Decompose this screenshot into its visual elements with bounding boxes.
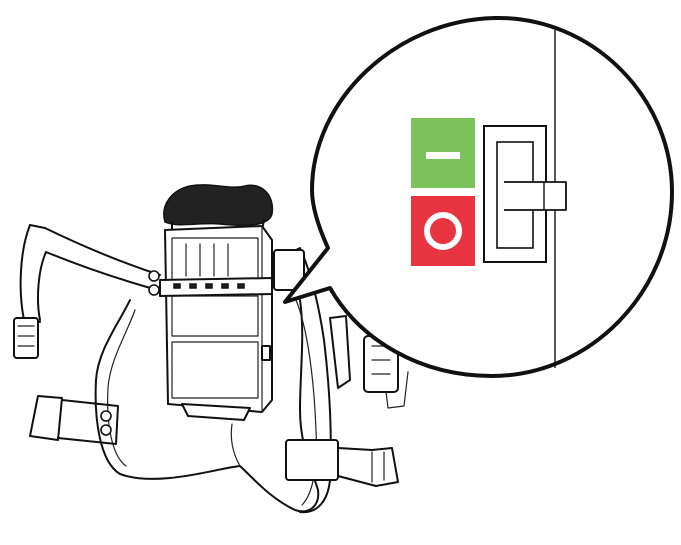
right-strap bbox=[271, 247, 399, 514]
left-buckle bbox=[13, 317, 39, 359]
right-strap-loop bbox=[273, 249, 305, 291]
lower-left-buckle bbox=[29, 395, 63, 441]
top-pad-shape bbox=[163, 184, 274, 227]
left-strap-rivet-bottom bbox=[148, 284, 160, 296]
off-button bbox=[411, 196, 475, 266]
left-strap-rivet-top bbox=[148, 270, 160, 282]
lower-left-strap bbox=[29, 395, 119, 445]
circle-icon bbox=[424, 212, 462, 250]
rocker-lever bbox=[504, 181, 567, 211]
device-housing bbox=[164, 225, 273, 413]
left-buckle-ridges bbox=[17, 325, 35, 347]
bracket-slot-2 bbox=[189, 283, 197, 289]
left-strap bbox=[13, 224, 166, 359]
dash-icon bbox=[426, 152, 460, 159]
device-window-lines bbox=[185, 243, 229, 277]
harness-inner-edge bbox=[107, 309, 136, 467]
bracket-slot-1 bbox=[173, 283, 181, 289]
bracket-slot-5 bbox=[237, 283, 245, 289]
right-strap-inner bbox=[295, 299, 317, 506]
device-side-port bbox=[261, 345, 271, 361]
harness-fold-line bbox=[230, 423, 241, 467]
lower-left-rivet-bottom bbox=[100, 424, 112, 436]
left-strap-inner bbox=[37, 251, 166, 321]
lower-left-strap-band bbox=[57, 399, 119, 445]
device-base-plate bbox=[181, 403, 251, 421]
side-clip-body bbox=[329, 315, 351, 389]
bracket-slot-4 bbox=[221, 283, 229, 289]
device-box bbox=[164, 225, 273, 421]
top-pad bbox=[163, 184, 274, 231]
device-lower-panel bbox=[171, 341, 259, 399]
left-strap-outline bbox=[19, 224, 161, 323]
right-buckle bbox=[337, 447, 399, 487]
bracket-slot-3 bbox=[205, 283, 213, 289]
right-buckle-sleeve bbox=[285, 439, 339, 481]
switch-callout bbox=[283, 15, 674, 378]
side-buckle-tab bbox=[385, 371, 409, 409]
harness-outline bbox=[94, 299, 320, 513]
harness-body bbox=[94, 299, 320, 513]
callout-bubble bbox=[283, 15, 674, 378]
right-buckle-ridges bbox=[371, 451, 385, 483]
bracket-bar bbox=[159, 277, 273, 297]
mounting-bracket bbox=[159, 277, 273, 297]
lower-left-rivet-top bbox=[100, 410, 112, 422]
